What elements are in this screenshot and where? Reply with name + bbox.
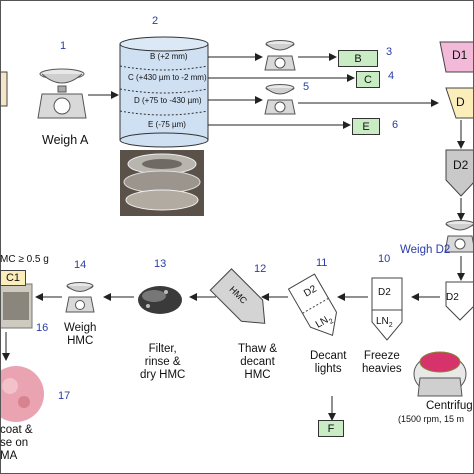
step-number-5: 5: [303, 81, 310, 93]
filter-pile-icon: [138, 286, 182, 314]
weigh-a-label: Weigh A: [42, 133, 89, 147]
box-e: E: [352, 118, 380, 135]
fraction-c-label: C (+430 µm to -2 mm): [128, 73, 207, 82]
d2-label: D2: [453, 158, 469, 172]
hmc-threshold-label: MC ≥ 0.5 g: [0, 254, 49, 265]
tube-10-d2-label: D2: [378, 287, 391, 298]
step-number-3: 3: [386, 46, 393, 58]
centrifuge-label: Centrifug: [426, 400, 473, 412]
box-f: F: [318, 420, 344, 437]
step-number-11: 11: [316, 257, 328, 269]
sieve-stack-icon: [120, 150, 204, 216]
box-c: C: [356, 71, 380, 88]
sample-a-edge: [0, 71, 8, 107]
sample-pellet-icon: [0, 366, 44, 422]
tube-icon: [445, 281, 474, 321]
sample-mount-icon: [0, 283, 33, 329]
sieve-column: [119, 36, 209, 148]
tube-icon: [209, 268, 266, 324]
filter-rinse-label: Filter,rinse &dry HMC: [140, 343, 186, 381]
step-number-6: 6: [392, 119, 399, 131]
weigh-d2-label: Weigh D2: [400, 244, 451, 256]
balance-scale-icon: [264, 40, 296, 71]
balance-scale-icon: [65, 282, 95, 313]
fraction-d-label: D (+75 to -430 µm): [134, 96, 202, 105]
d-label: D: [456, 95, 465, 109]
fraction-e-label: E (-75 µm): [148, 120, 186, 129]
d2-funnel: [445, 149, 474, 197]
step-number-1: 1: [60, 40, 67, 52]
step-number-14: 14: [74, 259, 87, 271]
step-number-13: 13: [154, 258, 167, 270]
tube-icon: [287, 273, 338, 336]
d1-label: D1: [452, 48, 468, 62]
centrifuge-icon: [413, 351, 467, 397]
balance-scale-icon: [444, 220, 474, 253]
fraction-b-label: B (+2 mm): [150, 52, 188, 61]
balance-scale-icon: [37, 68, 87, 119]
step-number-4: 4: [388, 70, 395, 82]
step-number-17: 17: [58, 390, 71, 402]
step-number-10: 10: [378, 253, 391, 265]
box-b: B: [338, 50, 378, 67]
d1-trapezoid: [439, 41, 474, 73]
tube-10-ln2-label: LN2: [376, 316, 393, 329]
tube-icon: [371, 277, 403, 341]
centrifuge-params-label: (1500 rpm, 15 m: [398, 414, 465, 424]
hmc1-box: C1: [0, 270, 26, 286]
step-number-12: 12: [254, 263, 267, 275]
d-funnel: [445, 87, 474, 119]
tube-d2-right-label: D2: [446, 292, 459, 303]
step-number-16: 16: [36, 322, 49, 334]
step-number-2: 2: [152, 15, 159, 27]
balance-scale-icon: [264, 84, 296, 115]
